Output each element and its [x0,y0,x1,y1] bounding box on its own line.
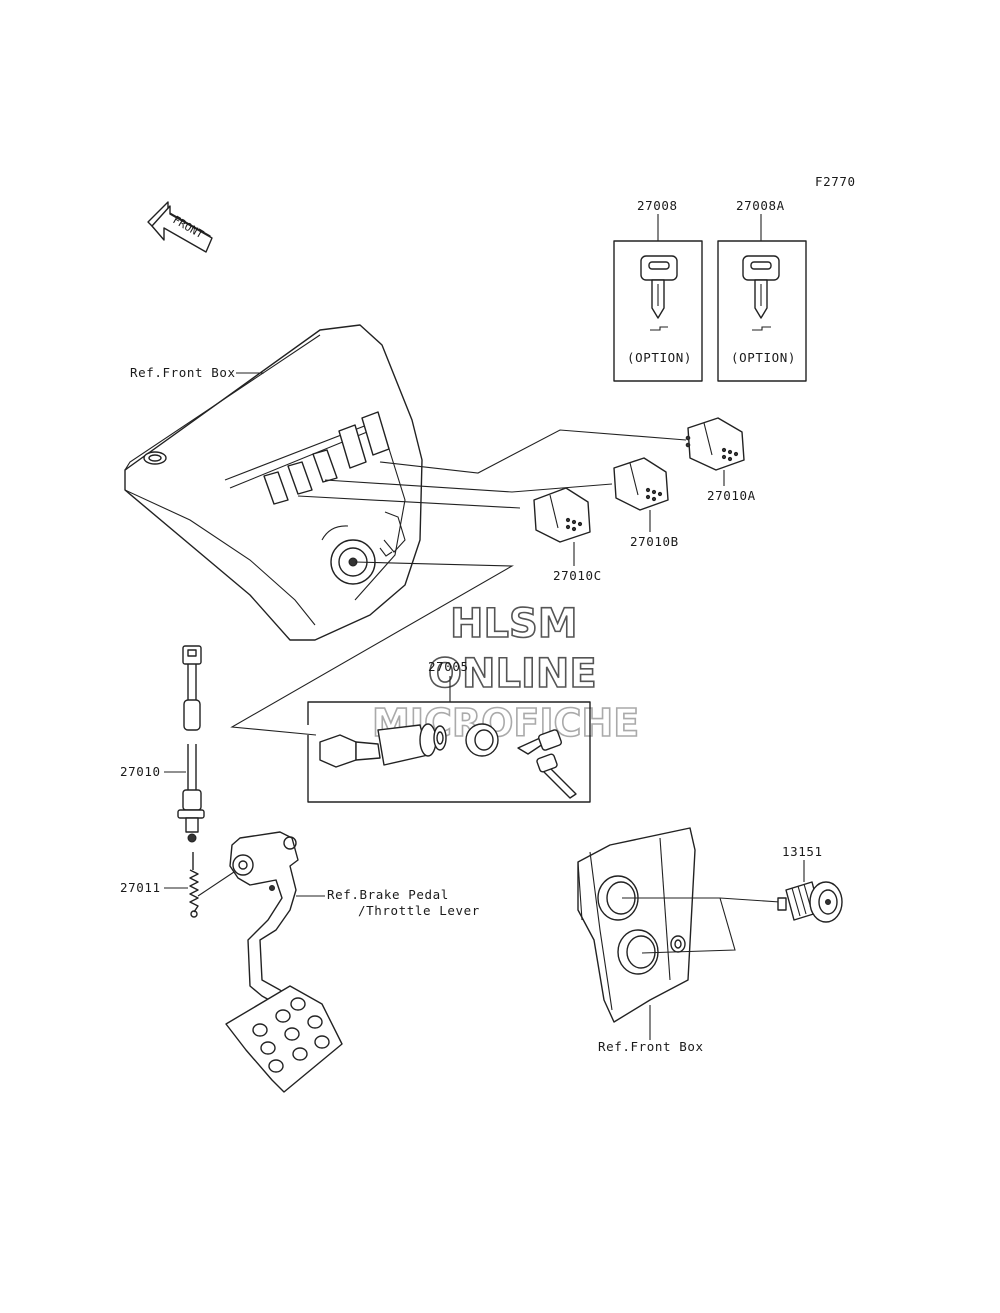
ref-front-box-bottom: Ref.Front Box [598,1039,704,1054]
part-number-27010a: 27010A [707,488,756,503]
diagram-id: F2770 [815,174,856,189]
switch-27010a: 27010A [685,417,756,503]
key-icon [640,255,678,319]
front-arrow-icon: FRONT [147,201,213,253]
option-box-27008a [717,240,807,382]
part-number-27008: 27008 [637,198,678,213]
option-note-27008: (OPTION) [627,350,692,365]
brake-switch-27010: 27010 [120,645,205,843]
key-icon [742,255,780,319]
watermark: HLSM ONLINE MICROFICHE [371,600,640,746]
watermark-line2: ONLINE [428,651,597,697]
part-number-27005: 27005 [428,659,469,674]
brake-pedal: Ref.Brake Pedal /Throttle Lever [225,831,480,1093]
key-27008: 27008 (OPTION) [613,198,703,382]
front-box-panel: Ref.Front Box [124,324,423,641]
ref-front-box-top: Ref.Front Box [130,365,236,380]
front-box-lower: Ref.Front Box [577,827,736,1054]
outlet-upper [597,875,639,921]
option-note-27008a: (OPTION) [731,350,796,365]
ref-brake-pedal-line1: Ref.Brake Pedal [327,887,449,902]
ignition-switch-27005: 27005 [307,659,591,803]
option-box-27008 [613,240,703,382]
part-number-13151: 13151 [782,844,823,859]
ref-brake-pedal-line2: /Throttle Lever [358,903,480,918]
switch-slots [263,411,390,505]
switch-27010c: 27010C [533,487,602,583]
ignition-bezel [321,511,406,585]
part-number-27010c: 27010C [553,568,602,583]
pedal-pads [252,997,330,1073]
part-number-27010b: 27010B [630,534,679,549]
spring-27011: 27011 [120,852,241,918]
part-number-27011: 27011 [120,880,161,895]
switch-27010b: 27010B [613,457,679,549]
socket-13151: 13151 [719,844,843,923]
watermark-line1: HLSM [450,601,578,647]
part-number-27010: 27010 [120,764,161,779]
outlet-lower [617,929,659,975]
key-27008a: 27008A (OPTION) [717,198,807,382]
leader-lines [230,429,687,736]
part-number-27008a: 27008A [736,198,785,213]
